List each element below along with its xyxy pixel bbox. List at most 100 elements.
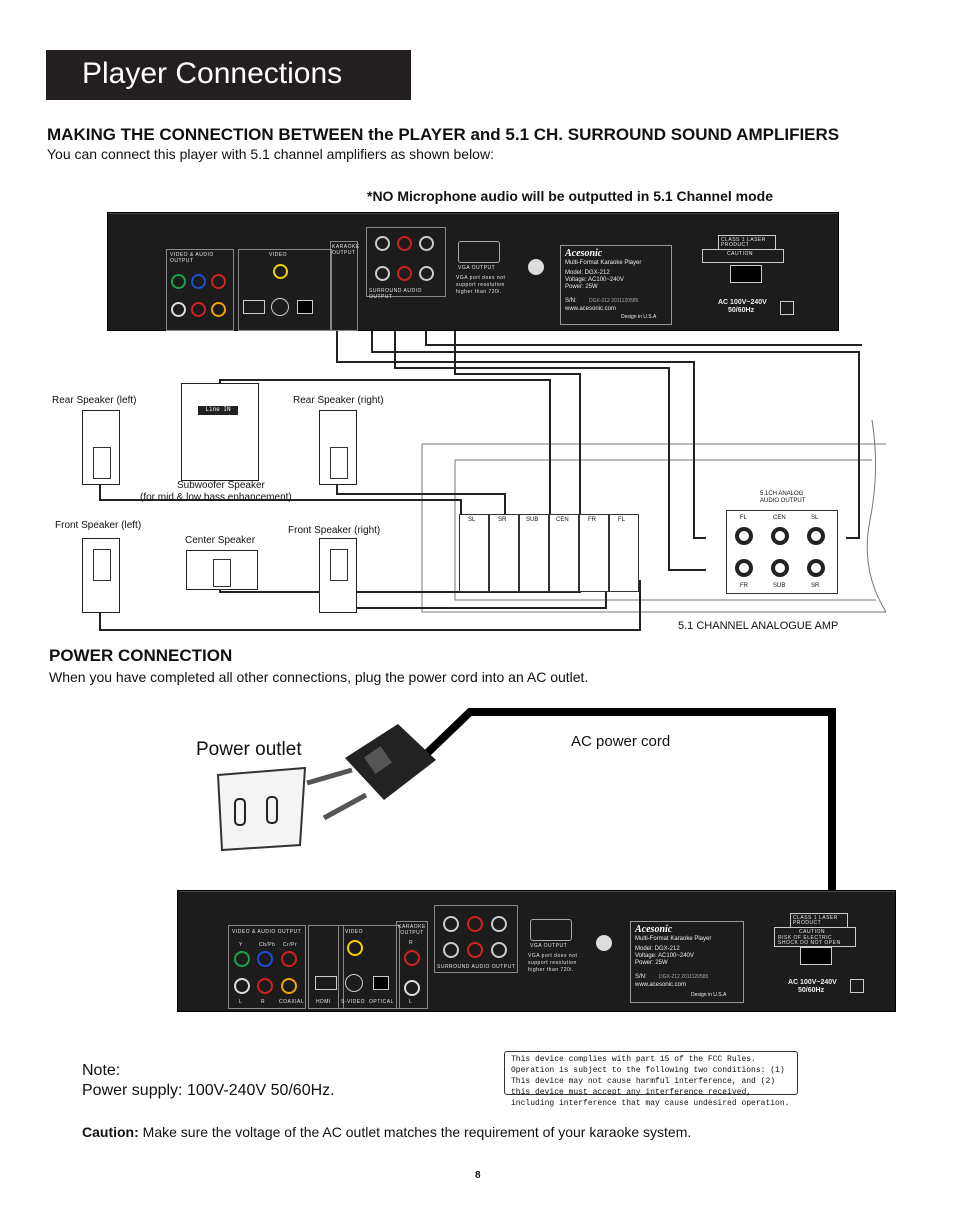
jack-coaxial[interactable] bbox=[211, 302, 226, 317]
note-label: Note: bbox=[82, 1062, 121, 1079]
jack-coaxial-2[interactable] bbox=[281, 978, 297, 994]
terminal-fl[interactable]: FL bbox=[609, 514, 639, 592]
jack-sl[interactable] bbox=[375, 266, 390, 281]
jack-l-2[interactable] bbox=[234, 978, 250, 994]
amp-label-fl: FL bbox=[740, 515, 748, 521]
jack-cen[interactable] bbox=[419, 236, 434, 251]
caution-text: Make sure the voltage of the AC outlet m… bbox=[138, 1124, 692, 1140]
amp-jack-sl[interactable] bbox=[807, 527, 825, 545]
jack-r[interactable] bbox=[191, 302, 206, 317]
video-panel: VIDEO bbox=[238, 249, 332, 331]
amp-jack-sub[interactable] bbox=[771, 559, 789, 577]
jack-fr[interactable] bbox=[397, 236, 412, 251]
karaoke-output-panel-2: KARAOKE OUTPUT R L bbox=[396, 921, 428, 1009]
ground-box bbox=[780, 301, 794, 315]
karaoke-output-label: KARAOKE OUTPUT bbox=[332, 244, 360, 256]
jack-l[interactable] bbox=[171, 302, 186, 317]
page-title-bar: Player Connections bbox=[46, 50, 411, 100]
video-panel-2: VIDEO S-VIDEO OPTICAL bbox=[338, 925, 400, 1009]
center-speaker bbox=[186, 550, 258, 590]
ac-rating-2: 50/60Hz bbox=[728, 307, 755, 314]
video-audio-output-label: VIDEO & AUDIO OUTPUT bbox=[170, 252, 214, 264]
power-cord bbox=[417, 708, 836, 892]
model-text: Model: DGX-212 bbox=[565, 270, 610, 276]
karaoke-jack-l[interactable] bbox=[404, 980, 420, 996]
jack-sr[interactable] bbox=[397, 266, 412, 281]
jack-sr-2[interactable] bbox=[467, 942, 483, 958]
power-supply-note: Power supply: 100V-240V 50/60Hz. bbox=[82, 1082, 335, 1099]
jack-pr[interactable] bbox=[211, 274, 226, 289]
jack-y-2[interactable] bbox=[234, 951, 250, 967]
product-name: Multi-Format Karaoke Player bbox=[565, 260, 642, 266]
fcc-compliance-box: This device complies with part 15 of the… bbox=[504, 1051, 798, 1108]
karaoke-player-bottom: VIDEO & AUDIO OUTPUT Y Cb/Pb Cr/Pr L R C… bbox=[177, 890, 896, 1012]
jack-sub-2[interactable] bbox=[491, 942, 507, 958]
amp-jack-fr[interactable] bbox=[735, 559, 753, 577]
amp-label-fr: FR bbox=[740, 583, 748, 589]
rear-right-label: Rear Speaker (right) bbox=[293, 395, 384, 406]
amp-jack-fl[interactable] bbox=[735, 527, 753, 545]
power-outlet-graphic bbox=[216, 766, 307, 852]
karaoke-player-top: VIDEO & AUDIO OUTPUT VIDEO KARAOKE OUTPU… bbox=[107, 212, 839, 331]
jack-pr-2[interactable] bbox=[281, 951, 297, 967]
jack-fl[interactable] bbox=[375, 236, 390, 251]
jack-video-2[interactable] bbox=[347, 940, 363, 956]
optical-port-2[interactable] bbox=[373, 976, 389, 990]
caution-label: Caution: bbox=[82, 1124, 139, 1140]
ac-power-cord-label: AC power cord bbox=[571, 733, 671, 750]
design-text: Design in U.S.A bbox=[621, 314, 657, 320]
ac-power-socket[interactable] bbox=[730, 265, 762, 283]
jack-fl-2[interactable] bbox=[443, 916, 459, 932]
power-plug-graphic bbox=[306, 724, 436, 821]
jack-r-2[interactable] bbox=[257, 978, 273, 994]
hologram-seal-2 bbox=[596, 935, 612, 951]
voltage-text: Voltage: AC100~240V bbox=[565, 277, 624, 283]
front-left-speaker bbox=[82, 538, 120, 613]
page-title: Player Connections bbox=[82, 57, 343, 90]
rear-right-speaker bbox=[319, 410, 357, 485]
vga-port-2[interactable] bbox=[530, 919, 572, 941]
jack-video[interactable] bbox=[273, 264, 288, 279]
amp-label-sr: SR bbox=[811, 583, 820, 589]
optical-port[interactable] bbox=[297, 300, 313, 314]
terminal-sr[interactable]: SR bbox=[489, 514, 519, 592]
hologram-seal bbox=[528, 259, 544, 275]
jack-y[interactable] bbox=[171, 274, 186, 289]
hdmi-port-2[interactable] bbox=[315, 976, 337, 990]
svideo-port-2[interactable] bbox=[345, 974, 363, 992]
fcc-text: This device complies with part 15 of the… bbox=[511, 1055, 790, 1108]
jack-sub[interactable] bbox=[419, 266, 434, 281]
class-label: CLASS 1 LASER PRODUCT bbox=[718, 235, 776, 250]
sn-value: DGX-212 2011120585 bbox=[589, 298, 639, 304]
amp-jack-cen[interactable] bbox=[771, 527, 789, 545]
terminal-fr[interactable]: FR bbox=[579, 514, 609, 592]
jack-pb-2[interactable] bbox=[257, 951, 273, 967]
amp-label-sl: SL bbox=[811, 515, 819, 521]
amp-analog-output-panel: FL CEN SL FR SUB SR bbox=[726, 510, 838, 594]
jack-sl-2[interactable] bbox=[443, 942, 459, 958]
ac-power-socket-2[interactable] bbox=[800, 947, 832, 965]
power-outlet-label: Power outlet bbox=[196, 739, 302, 760]
front-right-speaker bbox=[319, 538, 357, 613]
amp-jack-sr[interactable] bbox=[807, 559, 825, 577]
terminal-sl[interactable]: SL bbox=[459, 514, 489, 592]
vga-port[interactable] bbox=[458, 241, 500, 263]
terminal-cen[interactable]: CEN bbox=[549, 514, 579, 592]
jack-fr-2[interactable] bbox=[467, 916, 483, 932]
section-heading-power: POWER CONNECTION bbox=[49, 646, 233, 665]
terminal-sub[interactable]: SUB bbox=[519, 514, 549, 592]
amp-name: 5.1 CHANNEL ANALOGUE AMP bbox=[678, 620, 839, 632]
amp-speaker-terminals: SL SR SUB CEN FR FL bbox=[459, 514, 641, 592]
class-label-2: CLASS 1 LASER PRODUCT bbox=[790, 913, 848, 928]
karaoke-jack-r[interactable] bbox=[404, 950, 420, 966]
hdmi-port[interactable] bbox=[243, 300, 265, 314]
video-audio-output-panel-2: VIDEO & AUDIO OUTPUT Y Cb/Pb Cr/Pr L R C… bbox=[228, 925, 306, 1009]
page-number: 8 bbox=[475, 1170, 481, 1181]
jack-cen-2[interactable] bbox=[491, 916, 507, 932]
svideo-port[interactable] bbox=[271, 298, 289, 316]
jack-pb[interactable] bbox=[191, 274, 206, 289]
surround-output-label: SURROUND AUDIO OUTPUT bbox=[369, 288, 422, 300]
ac-rating-1: AC 100V~240V bbox=[718, 299, 767, 306]
product-label: Acesonic Multi-Format Karaoke Player Mod… bbox=[560, 245, 672, 325]
